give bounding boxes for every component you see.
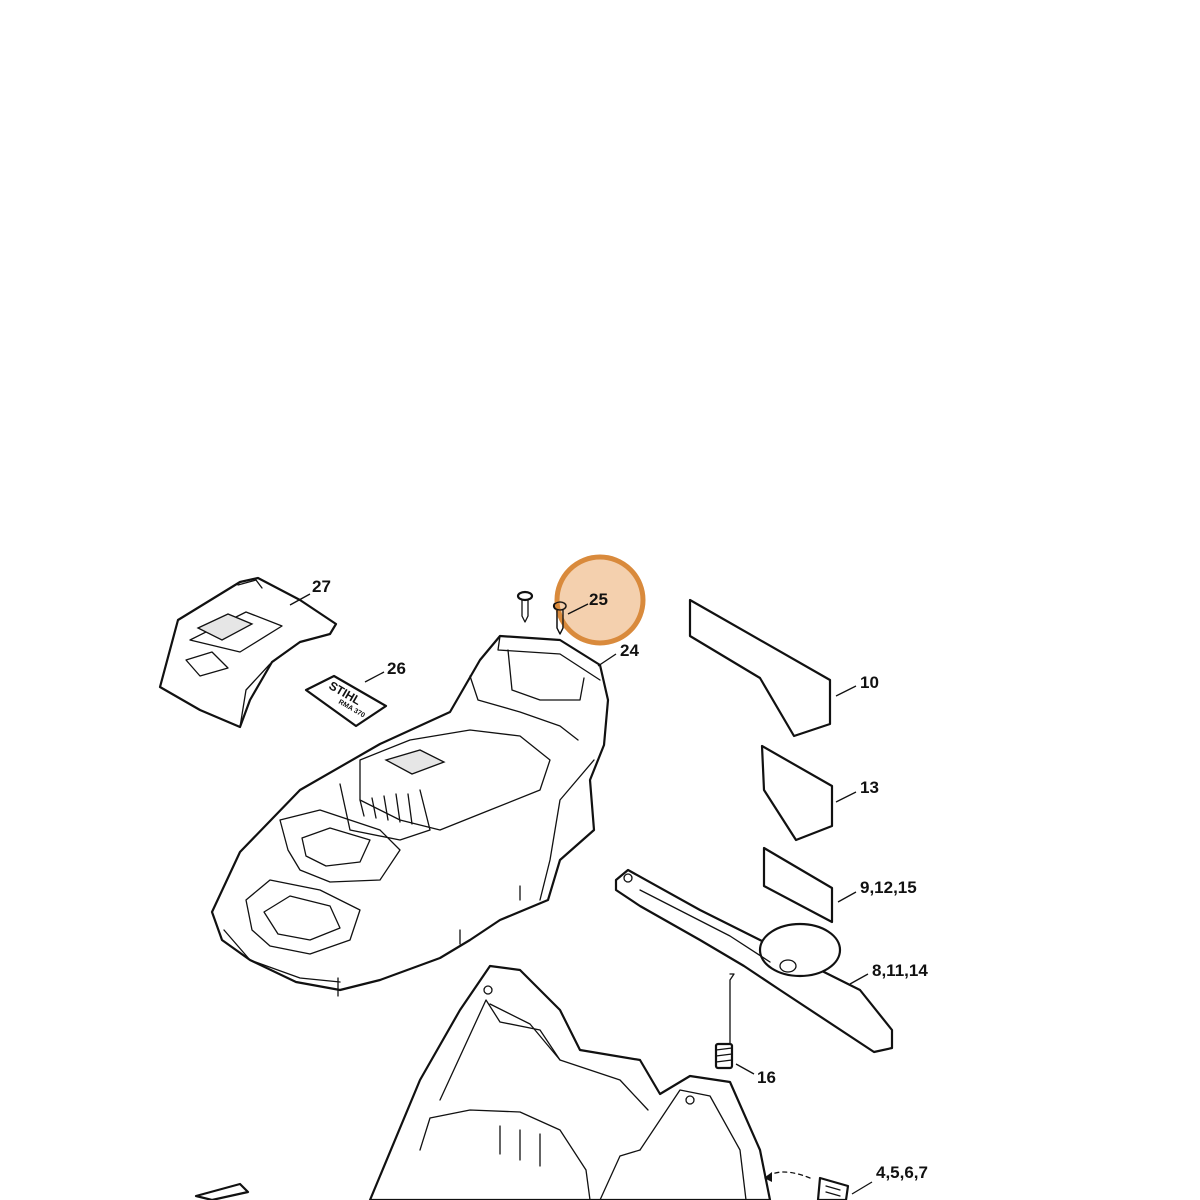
leader-8-11-14: [849, 973, 869, 985]
leader-9-12-15: [837, 891, 857, 903]
leader-10: [835, 685, 857, 697]
part-24-housing[interactable]: [210, 634, 610, 997]
callout-10[interactable]: 10: [860, 673, 879, 692]
callout-8-11-14[interactable]: 8,11,14: [872, 961, 928, 980]
arrow-head: [764, 1172, 772, 1182]
leader-13: [835, 791, 857, 803]
leader-24: [597, 653, 617, 667]
part-9-12-15-panel[interactable]: [762, 846, 834, 924]
part-27-cover[interactable]: [158, 576, 338, 729]
leader-26: [364, 671, 385, 683]
callout-9-12-15[interactable]: 9,12,15: [860, 878, 917, 897]
leader-27: [289, 593, 311, 606]
callout-13[interactable]: 13: [860, 778, 879, 797]
part-25-screw-left[interactable]: [516, 590, 534, 623]
part-16-spring[interactable]: [714, 973, 735, 1070]
callout-26[interactable]: 26: [387, 659, 406, 678]
callout-16[interactable]: 16: [757, 1068, 776, 1087]
part-13-panel[interactable]: [760, 744, 834, 842]
part-10-panel[interactable]: [688, 598, 832, 738]
callout-27[interactable]: 27: [312, 577, 331, 596]
part-26-label[interactable]: STIHL RMA 370: [304, 674, 388, 728]
lower-housing[interactable]: [368, 964, 772, 1200]
part-25-screw-right-overlay: [553, 601, 589, 635]
leader-4-5-6-7: [851, 1181, 873, 1195]
callout-4-5-6-7[interactable]: 4,5,6,7: [876, 1163, 928, 1182]
part-8-11-14-flap[interactable]: [614, 868, 894, 1054]
small-clip-part[interactable]: [194, 1182, 250, 1200]
part-4-5-6-7-labels[interactable]: [816, 1176, 850, 1200]
leader-16: [735, 1063, 755, 1075]
highlight-circle: [554, 554, 646, 646]
callout-25[interactable]: 25: [589, 590, 608, 609]
callout-24[interactable]: 24: [620, 641, 639, 660]
